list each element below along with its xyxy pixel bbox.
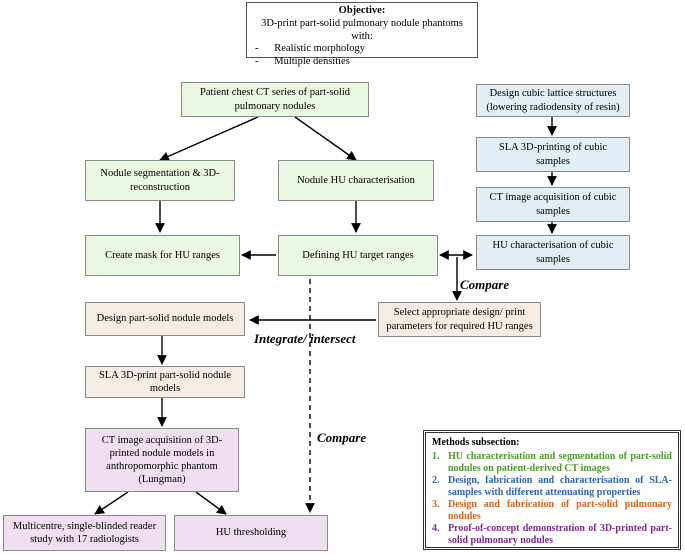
methods-item: 2.Design, fabrication and characterisati… — [432, 475, 672, 498]
arrow-patient-to-hu-char — [294, 116, 357, 161]
defining-hu-box: Defining HU target ranges — [278, 235, 438, 276]
integrate-intersect-label: Integrate/ intersect — [254, 331, 356, 346]
ct-phantom-box: CT image acquisition of 3D-printed nodul… — [85, 428, 239, 492]
compare-label-bottom: Compare — [317, 430, 367, 445]
design-lattice-box: Design cubic lattice structures (lowerin… — [476, 84, 630, 117]
compare-label-top: Compare — [460, 277, 510, 292]
methods-item: 3.Design and fabrication of part-solid p… — [432, 499, 672, 522]
multicentre-box: Multicentre, single-blinded reader study… — [3, 515, 166, 551]
objective-title: Objective: — [338, 5, 386, 16]
arrow-phantom-to-multicentre — [94, 491, 129, 515]
arrow-patient-to-segmentation — [159, 116, 259, 161]
objective-item: - Realistic morphology — [255, 43, 365, 55]
patient-ct-box: Patient chest CT series of part-solid pu… — [181, 82, 369, 117]
sla-nodule-box: SLA 3D-print part-solid nodule models — [85, 366, 245, 398]
objective-item: - Multiple densities — [255, 56, 350, 68]
segmentation-box: Nodule segmentation & 3D-reconstruction — [85, 160, 235, 201]
design-nodule-box: Design part-solid nodule models — [85, 302, 245, 336]
objective-box: Objective: 3D-print part-solid pulmonary… — [246, 2, 478, 67]
hu-cubic-box: HU characterisation of cubic samples — [476, 235, 630, 270]
objective-subtitle: 3D-print part-solid pulmonary nodule pha… — [261, 17, 463, 42]
select-params-box: Select appropriate design/ print paramet… — [378, 302, 541, 337]
hu-threshold-box: HU thresholding — [174, 515, 328, 551]
hu-characterisation-box: Nodule HU characterisation — [278, 160, 434, 201]
methods-title: Methods subsection: — [432, 437, 520, 448]
create-mask-box: Create mask for HU ranges — [85, 235, 240, 276]
ct-cubic-box: CT image acquisition of cubic samples — [476, 187, 630, 222]
methods-item: 1.HU characterisation and segmentation o… — [432, 451, 672, 474]
arrow-phantom-to-hu-threshold — [195, 491, 227, 515]
sla-cubic-box: SLA 3D-printing of cubic samples — [476, 137, 630, 172]
methods-item: 4.Proof-of-concept demonstration of 3D-p… — [432, 523, 672, 546]
methods-legend: Methods subsection: 1.HU characterisatio… — [423, 430, 681, 550]
